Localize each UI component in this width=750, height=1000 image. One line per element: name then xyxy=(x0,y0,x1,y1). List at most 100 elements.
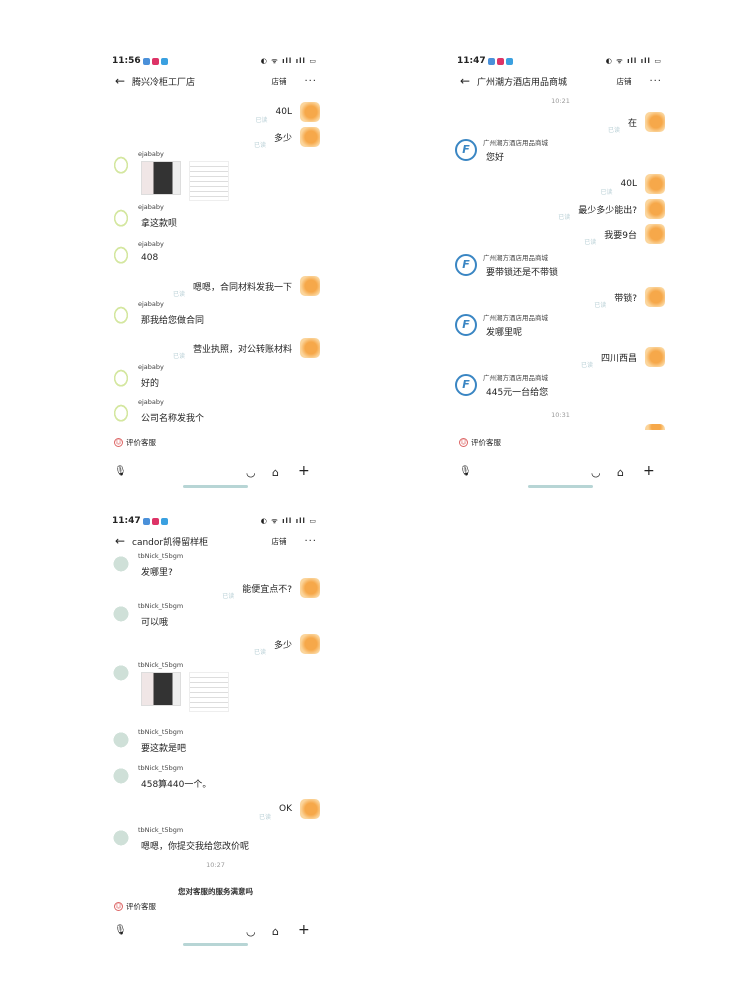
seller-avatar[interactable] xyxy=(110,663,132,685)
seller-avatar[interactable] xyxy=(110,730,132,752)
user-avatar[interactable] xyxy=(300,578,320,598)
message-text[interactable]: 445元一台给您 xyxy=(486,388,549,398)
message-text[interactable]: 嗯嗯，合同材料发我一下 xyxy=(192,282,292,293)
message-sent: 已读四川西昌 xyxy=(453,345,668,369)
product-photo[interactable] xyxy=(141,672,181,706)
more-options-button[interactable]: ··· xyxy=(304,535,317,547)
signal-battery-icon: ◐ ᯤ ıll ıll ▭ xyxy=(260,56,317,65)
more-options-button[interactable]: ··· xyxy=(649,75,662,87)
shopping-bag-icon[interactable]: ⌂ xyxy=(272,466,279,479)
rate-service-button[interactable]: ☺评价客服 xyxy=(114,901,156,912)
seller-avatar[interactable]: F xyxy=(455,314,477,336)
rate-service-button[interactable]: ☺评价客服 xyxy=(459,437,501,448)
seller-avatar[interactable] xyxy=(110,828,132,850)
message-text[interactable]: 458算440一个。 xyxy=(141,780,212,790)
add-icon[interactable]: + xyxy=(298,922,310,938)
seller-avatar[interactable] xyxy=(110,242,132,264)
rate-service-button[interactable]: ☺评价客服 xyxy=(114,437,156,448)
user-avatar[interactable] xyxy=(300,634,320,654)
message-text[interactable]: 那我给您做合同 xyxy=(141,316,205,326)
message-text[interactable]: OK xyxy=(279,804,292,814)
message-text[interactable]: 发哪里? xyxy=(141,568,173,578)
back-arrow-icon[interactable]: ← xyxy=(114,534,126,548)
message-text[interactable]: 40L xyxy=(275,107,292,117)
sender-name: tbNick_t5bgm xyxy=(138,728,184,736)
message-text[interactable]: 我要9台 xyxy=(604,230,637,241)
notification-icon xyxy=(151,517,159,525)
message-text[interactable]: 公司名称发我个 xyxy=(141,414,205,424)
add-icon[interactable]: + xyxy=(298,463,310,479)
user-avatar[interactable] xyxy=(300,127,320,147)
emoji-icon[interactable]: ◡ xyxy=(246,925,256,938)
shopping-bag-icon[interactable]: ⌂ xyxy=(272,925,279,938)
message-text[interactable]: 带锁? xyxy=(614,293,637,304)
home-indicator[interactable] xyxy=(528,485,593,488)
message-text[interactable]: 您好 xyxy=(486,153,505,163)
product-images[interactable] xyxy=(141,161,229,201)
seller-avatar[interactable]: F xyxy=(455,254,477,276)
user-avatar[interactable] xyxy=(645,347,665,367)
home-indicator[interactable] xyxy=(183,943,248,946)
message-text[interactable]: 四川西昌 xyxy=(600,353,637,364)
user-avatar[interactable] xyxy=(645,174,665,194)
read-receipt: 已读 xyxy=(172,353,185,360)
message-text[interactable]: 发哪里呢 xyxy=(486,328,523,338)
product-spec-image[interactable] xyxy=(189,672,229,712)
message-text[interactable]: 在 xyxy=(627,118,637,129)
product-photo[interactable] xyxy=(141,161,181,195)
product-spec-image[interactable] xyxy=(189,161,229,201)
message-text[interactable]: 多少 xyxy=(273,640,292,651)
user-avatar[interactable] xyxy=(300,338,320,358)
emoji-icon[interactable]: ◡ xyxy=(246,466,256,479)
add-icon[interactable]: + xyxy=(643,463,655,479)
shop-button[interactable]: 店铺 xyxy=(271,536,287,546)
voice-input-icon[interactable]: 🎙︎ xyxy=(114,925,127,936)
message-text[interactable]: 嗯嗯，你提交我给您改价呢 xyxy=(141,842,250,852)
timestamp: 10:27 xyxy=(206,861,225,869)
user-avatar[interactable] xyxy=(645,287,665,307)
seller-avatar[interactable] xyxy=(110,554,132,576)
message-text[interactable]: 40L xyxy=(620,179,637,189)
message-text[interactable]: 营业执照，对公转账材料 xyxy=(192,344,292,355)
message-text[interactable]: 能便宜点不? xyxy=(242,584,292,595)
user-avatar[interactable] xyxy=(300,276,320,296)
more-options-button[interactable]: ··· xyxy=(304,75,317,87)
message-text[interactable]: 要带锁还是不带锁 xyxy=(486,268,559,278)
shop-button[interactable]: 店铺 xyxy=(271,76,287,86)
home-indicator[interactable] xyxy=(183,485,248,488)
seller-avatar[interactable] xyxy=(110,766,132,788)
seller-avatar[interactable] xyxy=(110,302,132,324)
product-images[interactable] xyxy=(141,672,229,712)
seller-avatar[interactable]: F xyxy=(455,374,477,396)
seller-avatar[interactable] xyxy=(110,205,132,227)
shop-button[interactable]: 店铺 xyxy=(616,76,632,86)
message-text[interactable]: 最少多少能出? xyxy=(578,205,637,216)
emoji-icon[interactable]: ◡ xyxy=(591,466,601,479)
message-text[interactable]: 408 xyxy=(141,253,159,263)
user-avatar[interactable] xyxy=(645,112,665,132)
voice-input-icon[interactable]: 🎙︎ xyxy=(459,466,472,477)
back-arrow-icon[interactable]: ← xyxy=(459,74,471,88)
message-sent: 已读带锁? xyxy=(453,285,668,309)
message-text[interactable]: 好的 xyxy=(141,379,160,389)
seller-avatar[interactable] xyxy=(110,604,132,626)
message-text[interactable]: 拿这款呗 xyxy=(141,219,178,229)
notification-icon xyxy=(487,57,495,65)
voice-input-icon[interactable]: 🎙︎ xyxy=(114,466,127,477)
seller-avatar[interactable]: F xyxy=(455,139,477,161)
back-arrow-icon[interactable]: ← xyxy=(114,74,126,88)
user-avatar[interactable] xyxy=(300,799,320,819)
message-text[interactable]: 要这款是吧 xyxy=(141,744,187,754)
seller-avatar[interactable] xyxy=(110,400,132,422)
user-avatar[interactable] xyxy=(645,199,665,219)
seller-avatar[interactable] xyxy=(110,152,132,174)
message-text[interactable]: 多少 xyxy=(273,133,292,144)
shopping-bag-icon[interactable]: ⌂ xyxy=(617,466,624,479)
user-avatar[interactable] xyxy=(645,224,665,244)
seller-avatar[interactable] xyxy=(110,365,132,387)
sender-name: 广州潮方酒店用品商城 xyxy=(483,314,548,322)
user-avatar[interactable] xyxy=(300,102,320,122)
message-text[interactable]: 可以哦 xyxy=(141,618,169,628)
